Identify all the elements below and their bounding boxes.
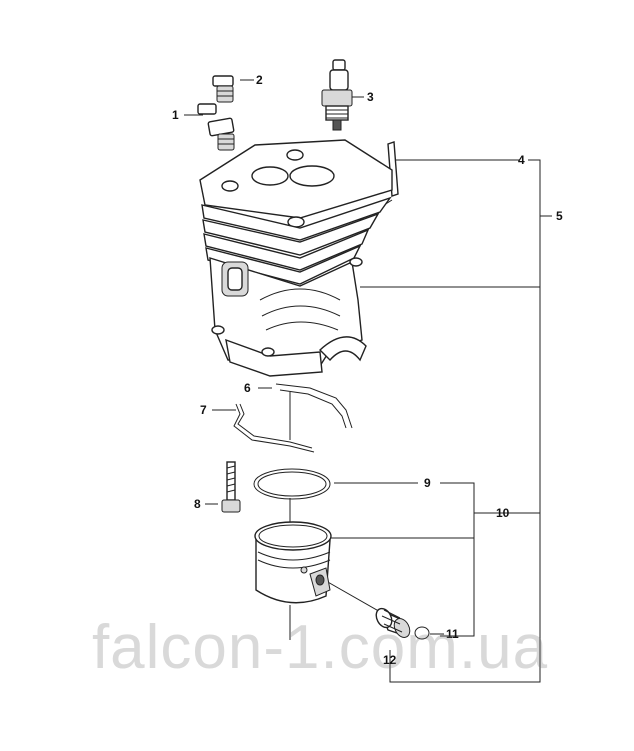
part-11-circlip [414,626,430,640]
callout-7: 7 [200,403,207,417]
part-2-plug [212,75,234,103]
callout-11: 11 [446,627,459,641]
callout-1: 1 [172,108,179,122]
callout-8: 8 [194,497,201,511]
callout-12: 12 [383,653,397,667]
callout-3: 3 [367,90,374,104]
part-12-needle-bearing [375,607,411,638]
callout-6: 6 [244,381,251,395]
callout-numbers: 1 2 3 4 5 6 7 8 9 10 11 12 [172,73,563,667]
part-7-gasket [233,403,315,453]
part-6-gasket [275,383,353,429]
part-3-spark-plug [321,59,353,131]
part-8-screw [221,461,241,513]
callout-9: 9 [424,476,431,490]
callout-10: 10 [496,506,510,520]
piston [254,521,332,604]
callout-4: 4 [518,153,525,167]
part-1-valve [197,103,235,151]
cylinder [199,139,393,377]
part-9-piston-ring [253,468,331,500]
callout-5: 5 [556,209,563,223]
callout-2: 2 [256,73,263,87]
